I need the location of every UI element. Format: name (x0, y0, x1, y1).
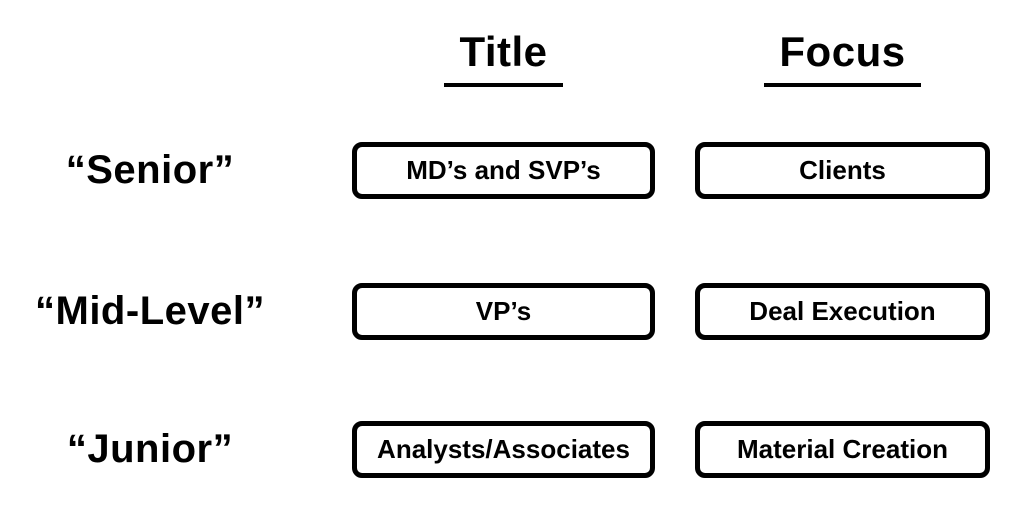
row-label-mid-level: “Mid-Level” (35, 289, 265, 333)
title-box-senior-text: MD’s and SVP’s (406, 155, 601, 185)
column-header-focus: Focus (695, 28, 990, 87)
title-box-junior-text: Analysts/Associates (377, 434, 630, 464)
column-header-title-label: Title (444, 28, 563, 87)
row-label-junior: “Junior” (66, 427, 234, 471)
title-box-mid-level-text: VP’s (475, 296, 532, 326)
title-box-senior: MD’s and SVP’s (352, 142, 655, 199)
focus-box-junior: Material Creation (695, 421, 990, 478)
focus-box-junior-text: Material Creation (737, 434, 948, 464)
column-header-focus-label: Focus (764, 28, 921, 87)
title-box-junior: Analysts/Associates (352, 421, 655, 478)
focus-box-senior-text: Clients (799, 155, 886, 185)
row-label-senior: “Senior” (65, 148, 235, 192)
focus-box-mid-level-text: Deal Execution (749, 296, 936, 326)
focus-box-senior: Clients (695, 142, 990, 199)
focus-box-mid-level: Deal Execution (695, 283, 990, 340)
column-header-title: Title (352, 28, 655, 87)
title-box-mid-level: VP’s (352, 283, 655, 340)
